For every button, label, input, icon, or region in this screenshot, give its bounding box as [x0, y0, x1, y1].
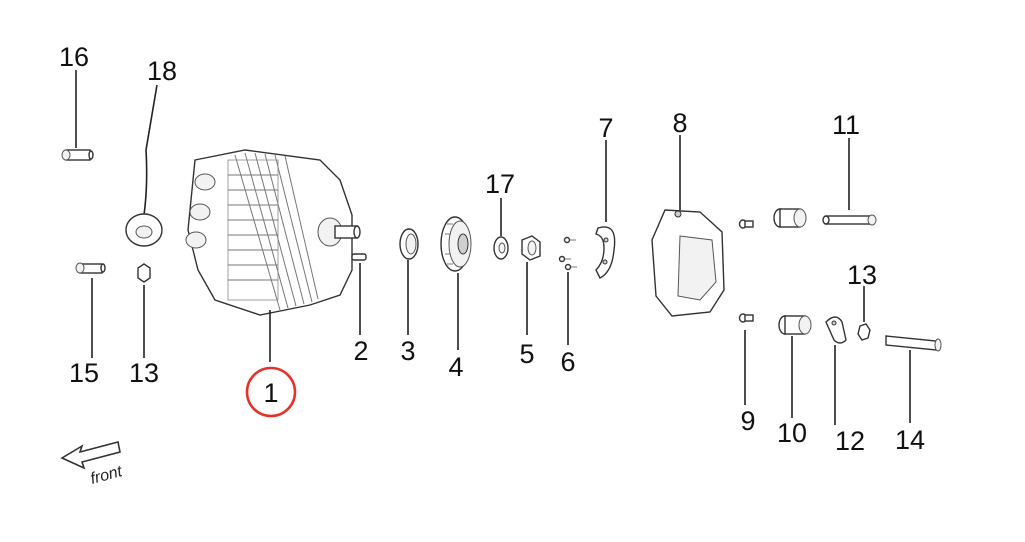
front-direction-indicator: front: [60, 441, 125, 488]
label-part-9: 9: [740, 406, 755, 436]
washer-part: [493, 236, 509, 260]
link-plate-part: [825, 316, 847, 344]
label-part-12: 12: [835, 426, 865, 456]
label-part-11: 11: [832, 110, 860, 140]
small-screws-part: [558, 236, 577, 271]
front-label: front: [89, 463, 125, 488]
small-nut-right: [857, 323, 871, 341]
label-part-18: 18: [147, 56, 177, 86]
label-part-13-right: 13: [847, 260, 877, 290]
label-part-13-left: 13: [129, 358, 159, 388]
bushing-upper: [773, 208, 807, 228]
label-part-4: 4: [448, 352, 463, 382]
spacer-ring-part: [399, 228, 419, 260]
bushing-lower: [778, 315, 812, 335]
label-part-5: 5: [519, 339, 534, 369]
shaft-key-part: [351, 253, 367, 261]
temperature-sensor-part: [125, 149, 163, 247]
long-bolt-upper: [822, 214, 877, 226]
label-part-8: 8: [672, 108, 687, 138]
label-part-1: 1: [263, 378, 278, 408]
cover-screw-lower: [738, 313, 754, 323]
mount-screw-upper: [61, 149, 94, 161]
sensor-bracket-part: [595, 226, 616, 279]
label-part-7: 7: [598, 113, 613, 143]
cooling-fins: [227, 152, 319, 311]
pulley-part: [440, 216, 472, 272]
pulley-nut-part: [521, 235, 541, 261]
small-nut-left: [137, 263, 151, 283]
label-part-15: 15: [69, 358, 99, 388]
motor-housing-part: [185, 149, 361, 316]
label-part-6: 6: [560, 347, 575, 377]
front-arrow-icon: [60, 441, 121, 470]
long-bolt-lower: [885, 335, 942, 352]
label-part-2: 2: [353, 336, 368, 366]
label-part-14: 14: [895, 425, 925, 455]
label-part-10: 10: [777, 418, 807, 448]
terminal-lugs: [185, 173, 216, 249]
label-part-17: 17: [485, 169, 515, 199]
leader-lines: [75, 70, 911, 425]
cover-screw-upper: [738, 219, 754, 229]
part-number-labels: 1 2 3 4 5 6 7 8 9 10 11 12 13 13 14 15 1…: [59, 42, 925, 456]
label-part-16: 16: [59, 42, 89, 72]
highlight-circle: [245, 366, 297, 418]
end-cover-part: [651, 209, 725, 317]
mount-screw-lower: [75, 262, 106, 274]
label-part-3: 3: [400, 336, 415, 366]
